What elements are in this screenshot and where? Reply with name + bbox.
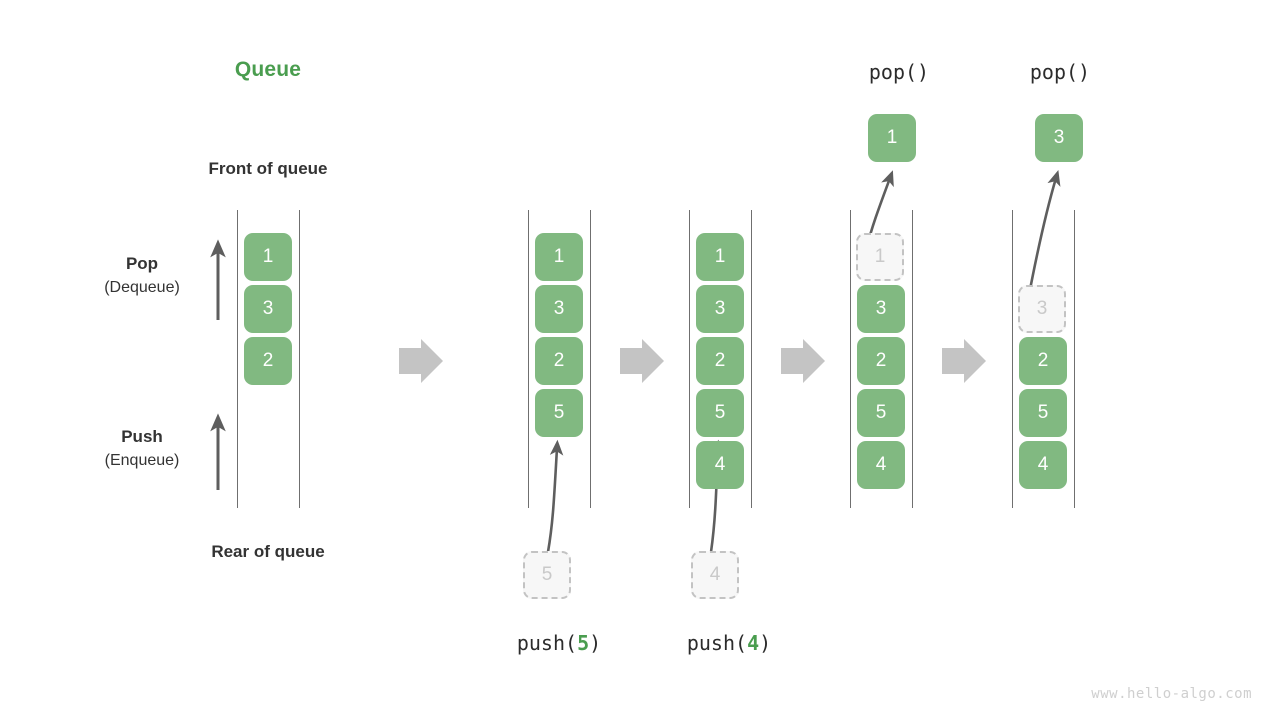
caption-arg: 4 [747,631,760,655]
queue-rail-right-stage-5 [1074,210,1075,508]
rear-of-queue-label: Rear of queue [211,542,325,561]
queue-cell: 1 [244,233,292,281]
stage-caption-push-5: push(5) [469,631,649,655]
caption-op-close: ) [589,631,602,655]
queue-rail-right-stage-2 [590,210,591,508]
queue-rail-left-stage-1 [237,210,238,508]
pop-label-primary: Pop [125,254,159,273]
queue-cell: 3 [535,285,583,333]
caption-op-close: ) [759,631,772,655]
queue-cell: 3 [696,285,744,333]
pop-operation-label: Pop (Dequeue) [62,252,222,300]
queue-cell: 2 [244,337,292,385]
stage-caption-pop-3: pop() [1029,60,1091,84]
queue-cell: 4 [857,441,905,489]
queue-rail-left-stage-2 [528,210,529,508]
push-5-arrow [546,439,564,553]
queue-cell: 4 [696,441,744,489]
transition-arrow-4 [942,339,986,383]
push-label-secondary: (Enqueue) [104,452,180,469]
caption-arg: 5 [577,631,590,655]
front-of-queue-label: Front of queue [208,159,328,178]
queue-cell: 1 [535,233,583,281]
queue-cell: 5 [1019,389,1067,437]
queue-rail-left-stage-5 [1012,210,1013,508]
stage-caption-push-4: push(4) [639,631,819,655]
queue-cell: 2 [535,337,583,385]
incoming-element-ghost: 4 [691,551,739,599]
transition-arrow-2 [620,339,664,383]
queue-cell-vacated: 3 [1018,285,1066,333]
popped-element: 3 [1035,114,1083,162]
queue-cell: 3 [857,285,905,333]
queue-cell: 5 [696,389,744,437]
incoming-element-ghost: 5 [523,551,571,599]
queue-cell-vacated: 1 [856,233,904,281]
transition-arrow-1 [399,339,443,383]
push-operation-label: Push (Enqueue) [62,425,222,473]
pop-label-secondary: (Dequeue) [104,279,180,296]
queue-cell: 5 [535,389,583,437]
pop-3-arrow [1026,170,1061,301]
queue-cell: 2 [1019,337,1067,385]
queue-cell: 2 [696,337,744,385]
queue-cell: 5 [857,389,905,437]
caption-op-open: push( [686,631,748,655]
queue-cell: 3 [244,285,292,333]
queue-cell: 2 [857,337,905,385]
queue-cell: 1 [696,233,744,281]
queue-cell: 4 [1019,441,1067,489]
queue-rail-left-stage-4 [850,210,851,508]
queue-rail-right-stage-3 [751,210,752,508]
popped-element: 1 [868,114,916,162]
queue-rail-right-stage-4 [912,210,913,508]
transition-arrow-3 [781,339,825,383]
queue-rail-left-stage-3 [689,210,690,508]
stage-caption-pop-1: pop() [868,60,930,84]
page-title: Queue [234,58,302,81]
push-label-primary: Push [121,427,163,446]
caption-op-open: push( [516,631,578,655]
site-watermark: www.hello-algo.com [1091,686,1252,702]
queue-rail-right-stage-1 [299,210,300,508]
